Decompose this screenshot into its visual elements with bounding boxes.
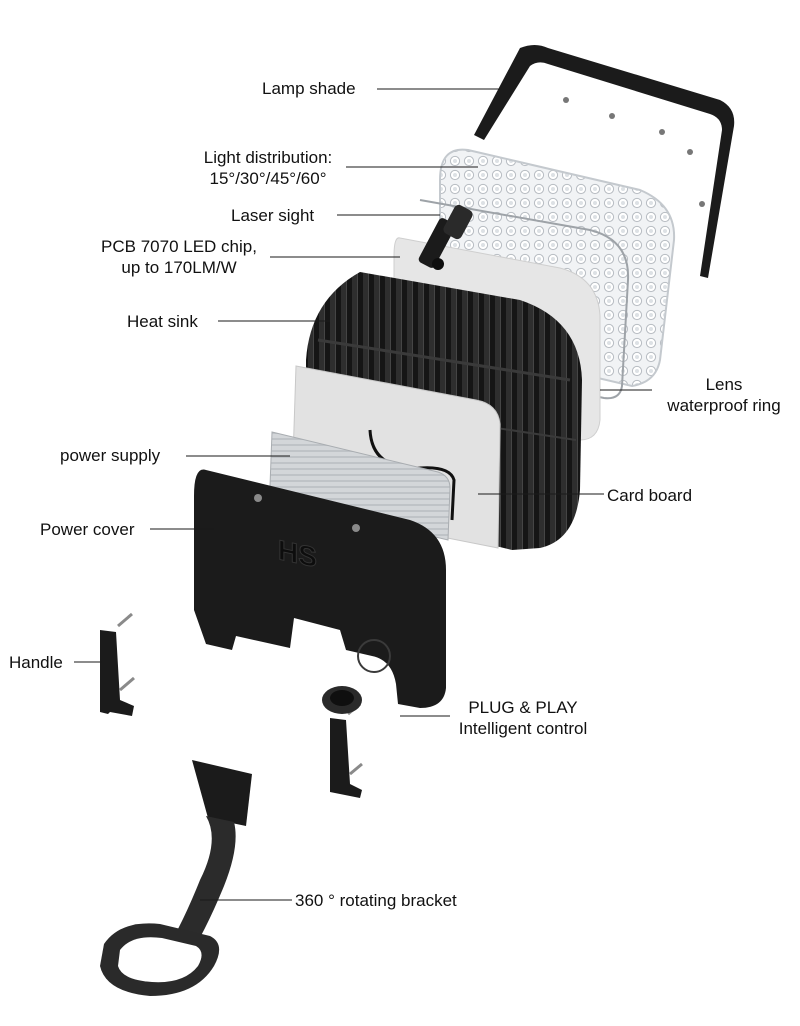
- label-plug-line2: Intelligent control: [458, 719, 588, 738]
- label-lamp-shade: Lamp shade: [262, 79, 356, 98]
- laser-sight-part: [418, 204, 473, 270]
- label-power-cover: Power cover: [40, 520, 135, 539]
- lens-waterproof-ring: [419, 199, 630, 400]
- handle-left-part: [100, 612, 135, 716]
- label-pcb-line2: up to 170LM/W: [121, 258, 237, 277]
- plug-connector-part: [322, 686, 362, 714]
- leader-lines: [74, 88, 652, 901]
- rotating-bracket-part: [100, 760, 252, 996]
- lamp-shade-part: [474, 45, 735, 278]
- label-light-distribution-line2: 15°/30°/45°/60°: [209, 169, 327, 188]
- label-lens-line2: waterproof ring: [667, 396, 781, 415]
- label-laser-sight: Laser sight: [231, 206, 315, 225]
- label-handle: Handle: [9, 653, 63, 672]
- handle-right-part: [330, 702, 363, 798]
- label-plug-and-play: PLUG & PLAY Intelligent control: [446, 697, 600, 739]
- label-lens-line1: Lens: [705, 375, 743, 394]
- label-power-supply: power supply: [60, 446, 161, 465]
- label-card-board: Card board: [607, 486, 693, 505]
- label-pcb-line1: PCB 7070 LED chip,: [101, 237, 257, 256]
- power-cover-part: HS: [194, 469, 446, 708]
- label-pcb-led-chip: PCB 7070 LED chip, up to 170LM/W: [88, 236, 270, 278]
- label-plug-line1: PLUG & PLAY: [468, 698, 578, 717]
- label-lens-waterproof-ring: Lens waterproof ring: [652, 374, 796, 416]
- label-light-distribution-line1: Light distribution:: [203, 148, 333, 167]
- label-light-distribution: Light distribution: 15°/30°/45°/60°: [190, 147, 346, 189]
- label-rotating-bracket: 360 ° rotating bracket: [295, 891, 457, 910]
- label-heat-sink: Heat sink: [127, 312, 198, 331]
